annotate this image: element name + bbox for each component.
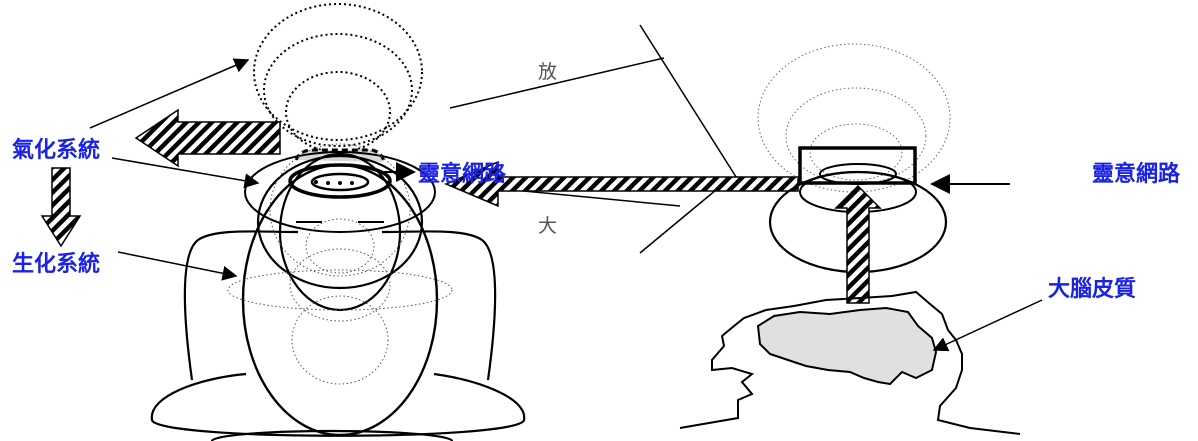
field-loop-middle xyxy=(263,33,413,147)
head-silhouette xyxy=(679,290,1021,435)
hatched-arrow-left-small xyxy=(134,108,281,168)
cortex-region xyxy=(756,306,938,386)
pointer-qihua-to-loop xyxy=(89,58,250,129)
left-arm xyxy=(183,230,299,381)
chakra-dotted-1 xyxy=(305,218,375,274)
hatched-arrow-down xyxy=(40,167,82,248)
chakra-dotted-2 xyxy=(289,248,391,322)
label-lingyi-network-right: 靈意網路 xyxy=(1092,161,1181,187)
left-figure xyxy=(150,3,526,441)
pointer-qihua-to-body xyxy=(111,157,260,189)
label-shenghua-system: 生化系統 xyxy=(12,251,100,277)
label-lingyi-network-left: 靈意網路 xyxy=(418,161,507,187)
crown-dot xyxy=(338,181,342,185)
chakra-dotted-wide xyxy=(227,269,453,311)
hatched-arrow-large xyxy=(444,160,799,208)
label-qihua-system: 氣化系統 xyxy=(12,137,100,163)
seat-bottom xyxy=(210,429,454,441)
chakra-dotted-head xyxy=(269,143,411,277)
label-cerebral-cortex: 大腦皮質 xyxy=(1048,276,1136,302)
crown-dot xyxy=(314,180,318,184)
field-loop-outer xyxy=(253,3,423,141)
right-field-outer xyxy=(757,43,951,193)
label-fang: 放 xyxy=(538,61,557,83)
body-oval-outer xyxy=(241,163,439,437)
lap-outline xyxy=(150,372,526,437)
hatched-arrow-up xyxy=(834,184,882,304)
crown-dot xyxy=(350,181,354,185)
head-inner-ring xyxy=(310,172,370,192)
field-loop-inner xyxy=(285,71,391,153)
label-da: 大 xyxy=(538,215,557,237)
right-field-middle xyxy=(785,87,927,185)
right-arm xyxy=(381,230,497,381)
body-oval-upper xyxy=(256,154,424,290)
head-field-oval xyxy=(244,151,436,233)
right-field-inner xyxy=(809,123,903,181)
pointer-shenghua-to-body xyxy=(117,251,238,281)
lens-line-upper xyxy=(639,24,739,181)
lingyi-box xyxy=(798,146,917,185)
pointer-danao-to-cortex xyxy=(932,299,1043,352)
funnel-line-top xyxy=(449,57,665,109)
chakra-dotted-3 xyxy=(291,295,389,385)
crown-dot xyxy=(326,181,330,185)
right-figure xyxy=(679,43,1021,435)
lens-line-lower xyxy=(639,179,729,254)
